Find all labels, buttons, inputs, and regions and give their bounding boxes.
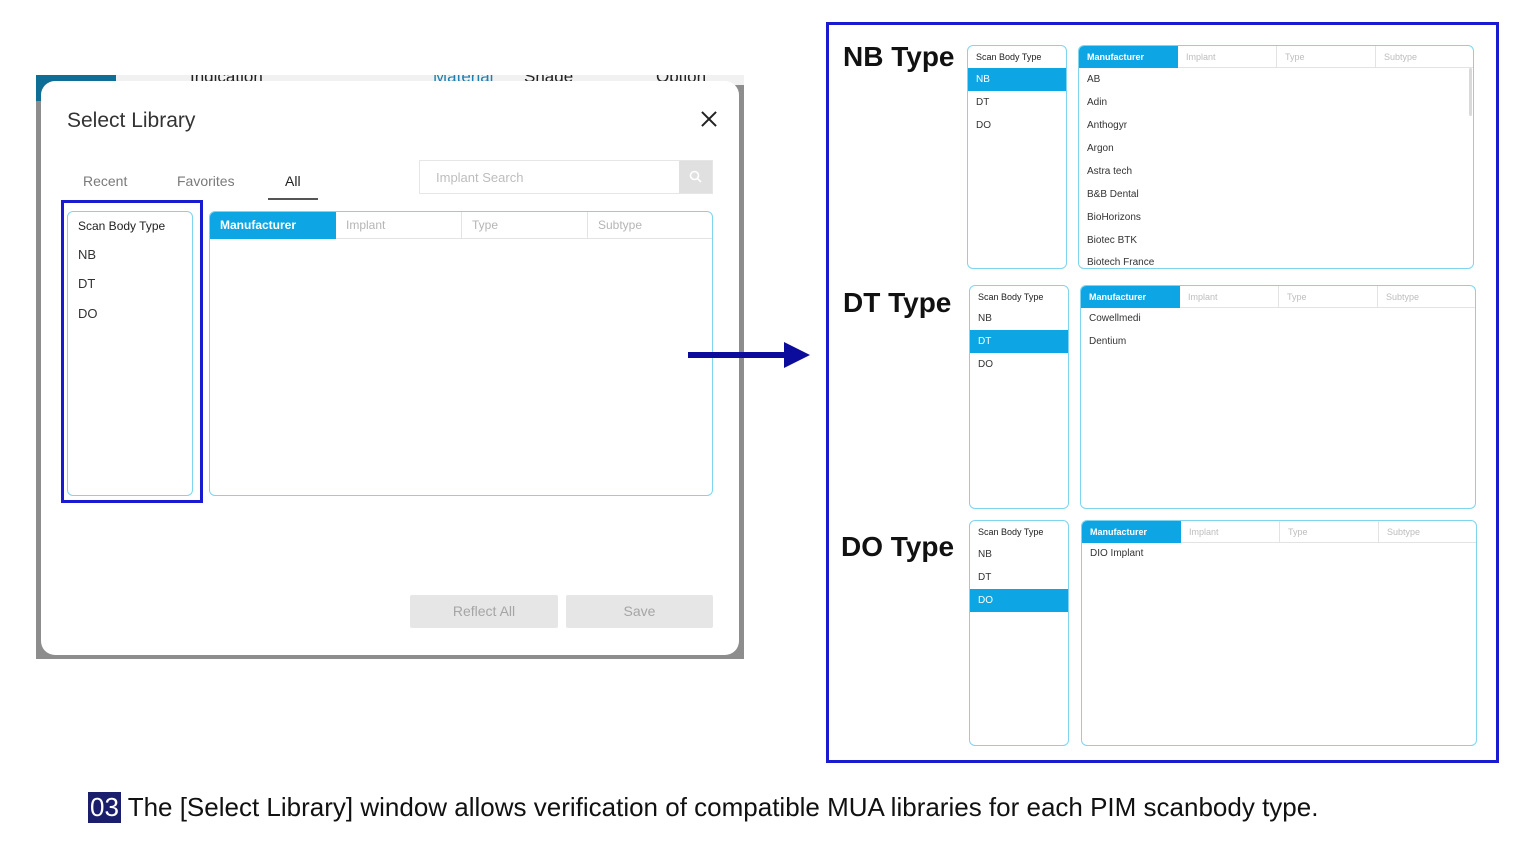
scan-body-item-dt[interactable]: DT bbox=[78, 276, 96, 291]
nb-column-subtype[interactable]: Subtype bbox=[1384, 52, 1418, 62]
nb-library-grid: Manufacturer Implant Type Subtype AB Adi… bbox=[1078, 45, 1474, 269]
nb-column-type[interactable]: Type bbox=[1277, 46, 1376, 68]
dt-manufacturer-row[interactable]: Cowellmedi bbox=[1089, 313, 1141, 324]
bg-tab-material: Material bbox=[433, 75, 493, 87]
scan-body-item-do[interactable]: DO bbox=[78, 306, 98, 321]
implant-search-input[interactable] bbox=[420, 161, 680, 193]
nb-type-label: NB Type bbox=[843, 41, 955, 72]
tab-recent[interactable]: Recent bbox=[83, 173, 128, 189]
nb-scan-body-list: Scan Body Type NB DT DO bbox=[967, 45, 1067, 269]
nb-column-manufacturer[interactable]: Manufacturer bbox=[1079, 46, 1178, 68]
nb-scan-body-header: Scan Body Type bbox=[976, 52, 1042, 62]
dt-column-type[interactable]: Type bbox=[1279, 286, 1378, 308]
search-icon bbox=[689, 170, 702, 183]
nb-manufacturer-row[interactable]: Biotech France bbox=[1087, 257, 1155, 268]
nb-item-dt[interactable]: DT bbox=[976, 97, 990, 108]
scan-body-type-header: Scan Body Type bbox=[78, 219, 166, 233]
do-column-type[interactable]: Type bbox=[1280, 521, 1379, 543]
nb-item-nb[interactable]: NB bbox=[968, 68, 1066, 91]
caption-text: The [Select Library] window allows verif… bbox=[127, 792, 1319, 822]
dt-column-implant[interactable]: Implant bbox=[1180, 286, 1279, 308]
dt-manufacturer-row[interactable]: Dentium bbox=[1089, 336, 1127, 347]
caption-step-number: 03 bbox=[88, 792, 121, 823]
nb-manufacturer-row[interactable]: AB bbox=[1087, 74, 1101, 85]
nb-manufacturer-row[interactable]: B&B Dental bbox=[1087, 189, 1139, 200]
nb-manufacturer-row[interactable]: Argon bbox=[1087, 143, 1114, 154]
scan-body-item-nb[interactable]: NB bbox=[78, 247, 97, 262]
scan-body-type-list: Scan Body Type NB DT DO bbox=[67, 211, 193, 496]
column-type[interactable]: Type bbox=[462, 212, 588, 239]
do-item-nb[interactable]: NB bbox=[978, 549, 992, 560]
dt-column-manufacturer[interactable]: Manufacturer bbox=[1081, 286, 1180, 308]
nb-grid-header: Manufacturer Implant Type Subtype bbox=[1079, 46, 1473, 68]
dt-item-do[interactable]: DO bbox=[978, 359, 993, 370]
column-manufacturer[interactable]: Manufacturer bbox=[210, 212, 336, 239]
nb-manufacturer-row[interactable]: Anthogyr bbox=[1087, 120, 1128, 131]
bg-tab-indication: Indication bbox=[190, 75, 263, 87]
tab-all[interactable]: All bbox=[285, 173, 301, 189]
nb-manufacturer-row[interactable]: Astra tech bbox=[1087, 166, 1133, 177]
save-button[interactable]: Save bbox=[566, 595, 713, 628]
library-grid-header: Manufacturer Implant Type Subtype bbox=[210, 212, 712, 239]
do-scan-body-list: Scan Body Type NB DT DO bbox=[969, 520, 1069, 746]
bg-tab-option: Option bbox=[656, 75, 706, 87]
select-library-dialog: Select Library Recent Favorites All Scan… bbox=[41, 81, 739, 655]
do-column-implant[interactable]: Implant bbox=[1181, 521, 1280, 543]
dialog-title: Select Library bbox=[67, 109, 196, 132]
column-implant[interactable]: Implant bbox=[336, 212, 462, 239]
do-column-subtype[interactable]: Subtype bbox=[1387, 527, 1421, 537]
do-item-dt[interactable]: DT bbox=[978, 572, 992, 583]
scan-body-type-comparison: NB Type Scan Body Type NB DT DO Manufact… bbox=[826, 22, 1499, 763]
caption: 03 The [Select Library] window allows ve… bbox=[88, 792, 1318, 826]
dt-item-nb[interactable]: NB bbox=[978, 313, 992, 324]
do-scan-body-header: Scan Body Type bbox=[978, 527, 1044, 537]
dt-type-label: DT Type bbox=[843, 287, 952, 318]
nb-grid-scrollbar[interactable] bbox=[1469, 68, 1472, 116]
background-header bbox=[36, 75, 744, 85]
do-type-label: DO Type bbox=[841, 531, 955, 562]
nb-manufacturer-row[interactable]: Adin bbox=[1087, 97, 1108, 108]
dt-item-dt[interactable]: DT bbox=[970, 330, 1068, 353]
nb-item-do[interactable]: DO bbox=[976, 120, 991, 131]
dt-scan-body-header: Scan Body Type bbox=[978, 292, 1044, 302]
column-subtype[interactable]: Subtype bbox=[598, 218, 643, 232]
do-library-grid: Manufacturer Implant Type Subtype DIO Im… bbox=[1081, 520, 1477, 746]
do-column-manufacturer[interactable]: Manufacturer bbox=[1082, 521, 1181, 543]
dt-grid-header: Manufacturer Implant Type Subtype bbox=[1081, 286, 1475, 308]
close-icon[interactable] bbox=[699, 109, 719, 129]
dt-library-grid: Manufacturer Implant Type Subtype Cowell… bbox=[1080, 285, 1476, 509]
implant-search bbox=[419, 160, 713, 194]
nb-manufacturer-row[interactable]: BioHorizons bbox=[1087, 212, 1141, 223]
do-grid-header: Manufacturer Implant Type Subtype bbox=[1082, 521, 1476, 543]
search-button[interactable] bbox=[679, 161, 712, 193]
scan-body-highlight-box bbox=[61, 200, 203, 503]
library-grid: Manufacturer Implant Type Subtype bbox=[209, 211, 713, 496]
do-item-do[interactable]: DO bbox=[970, 589, 1068, 612]
reflect-all-button[interactable]: Reflect All bbox=[410, 595, 558, 628]
active-tab-indicator bbox=[268, 198, 318, 200]
dt-column-subtype[interactable]: Subtype bbox=[1386, 292, 1420, 302]
nb-column-implant[interactable]: Implant bbox=[1178, 46, 1277, 68]
bg-tab-shade: Shade bbox=[524, 75, 573, 87]
nb-manufacturer-row[interactable]: Biotec BTK bbox=[1087, 235, 1138, 246]
tab-favorites[interactable]: Favorites bbox=[177, 173, 235, 189]
arrow-right-icon bbox=[688, 342, 810, 368]
do-manufacturer-row[interactable]: DIO Implant bbox=[1090, 548, 1144, 559]
dt-scan-body-list: Scan Body Type NB DT DO bbox=[969, 285, 1069, 509]
